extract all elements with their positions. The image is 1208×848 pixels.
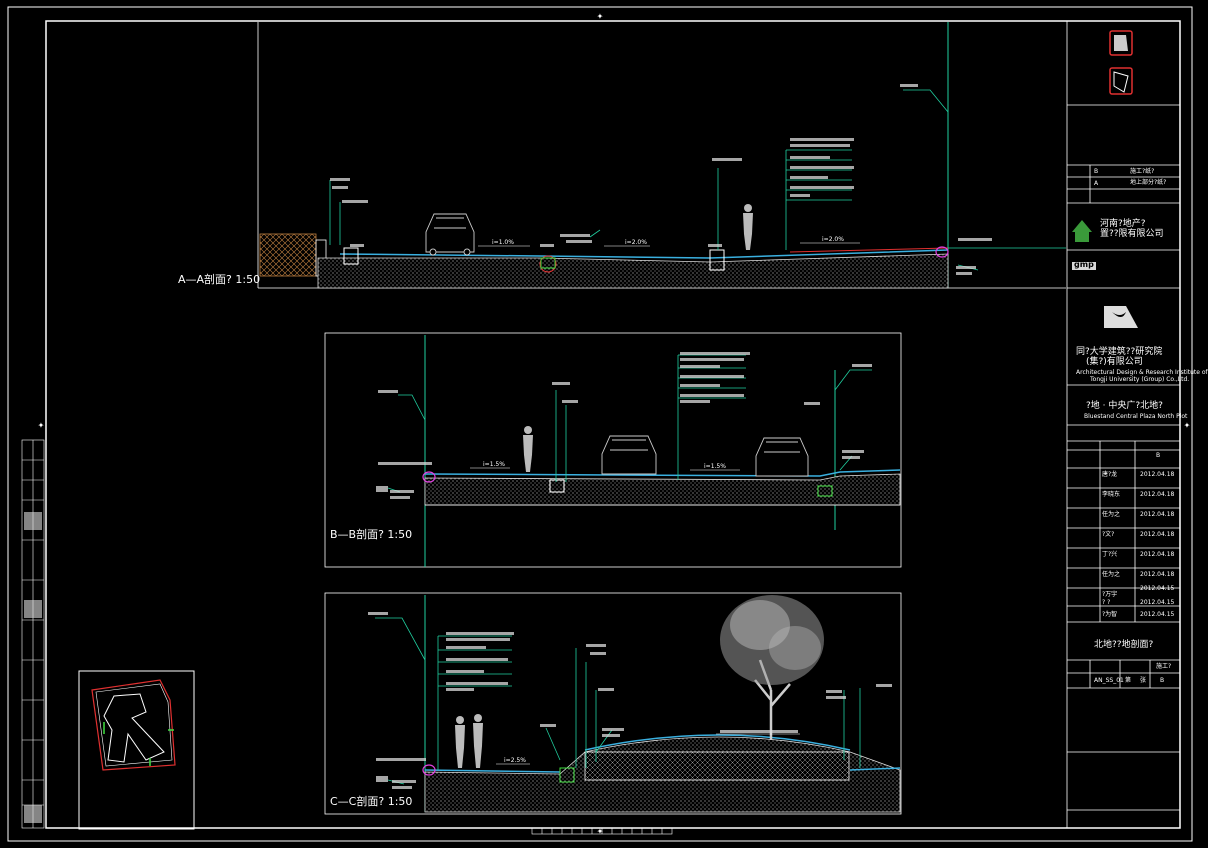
signatory-name: 唐?龙 bbox=[1102, 471, 1118, 478]
phase-label: 施工? bbox=[1156, 663, 1172, 670]
car-icon-aa bbox=[425, 213, 475, 256]
people-icon-cc bbox=[455, 714, 483, 768]
sign-date: 2012.04.18 bbox=[1140, 471, 1175, 478]
left-revision-strip bbox=[21, 439, 45, 829]
company-logo-icon bbox=[1072, 220, 1092, 242]
sign-date: 2012.04.18 bbox=[1140, 571, 1175, 578]
signatory-name: 任为之 bbox=[1102, 571, 1121, 578]
sign-date: 2012.04.15 bbox=[1140, 599, 1175, 606]
svg-text:✦: ✦ bbox=[1184, 421, 1191, 430]
key-plan[interactable] bbox=[78, 670, 195, 830]
svg-text:✦: ✦ bbox=[597, 827, 604, 836]
signatory-name: 任为之 bbox=[1102, 511, 1121, 518]
revision-a-text: 地上部分?纸? bbox=[1130, 179, 1167, 186]
signatory-name: ?文? bbox=[1102, 531, 1115, 538]
slope-label: i=1.5% bbox=[704, 463, 726, 470]
drawing-number: AN_SS_01 bbox=[1094, 677, 1124, 684]
sign-date: 2012.04.18 bbox=[1140, 551, 1175, 558]
revision-a-label: A bbox=[1094, 180, 1099, 187]
section-title-cc: C—C剖面? 1:50 bbox=[330, 795, 413, 808]
slope-label: i=2.0% bbox=[625, 239, 647, 246]
sign-date: 2012.04.15 bbox=[1140, 611, 1175, 618]
sheet-label-b: 张 bbox=[1140, 677, 1147, 684]
signatory-name: ?为智 bbox=[1102, 611, 1118, 618]
slope-label: i=2.0% bbox=[822, 236, 844, 243]
institute-logo-icon bbox=[1104, 306, 1138, 328]
sheet-label-a: 第 bbox=[1125, 677, 1132, 684]
slope-label: i=1.5% bbox=[483, 461, 505, 468]
slope-label: i=1.0% bbox=[492, 239, 514, 246]
signatory-name: ? ? bbox=[1102, 599, 1111, 606]
sheet-outer-frame bbox=[7, 6, 1193, 842]
sign-date: 2012.04.18 bbox=[1140, 511, 1175, 518]
bottom-ruler bbox=[531, 827, 673, 835]
section-aa[interactable]: i=1.0% i=2.0% i=2.0% bbox=[257, 22, 1066, 289]
section-cc[interactable]: i=2.5% bbox=[324, 592, 902, 815]
title-block-frame bbox=[1066, 20, 1181, 829]
sign-date: 2012.04.18 bbox=[1140, 531, 1175, 538]
client-name-line1: 河南?地产? bbox=[1100, 219, 1146, 229]
revision-column: B bbox=[1156, 452, 1161, 459]
sign-date: 2012.04.15 bbox=[1140, 585, 1175, 592]
car-icon-bb2 bbox=[755, 437, 809, 477]
signatory-name: ?万宇 bbox=[1102, 591, 1118, 598]
section-title-bb: B—B剖面? 1:50 bbox=[330, 528, 413, 541]
tree-icon bbox=[720, 595, 824, 740]
svg-text:✦: ✦ bbox=[38, 421, 45, 430]
person-icon-bb bbox=[523, 426, 533, 472]
section-title-aa: A—A剖面? 1:50 bbox=[178, 273, 261, 286]
revision-number: B bbox=[1160, 677, 1165, 684]
revision-b-label: B bbox=[1094, 168, 1099, 175]
person-icon-aa bbox=[743, 204, 753, 250]
car-icon-bb1 bbox=[601, 435, 657, 475]
slope-label: i=2.5% bbox=[504, 757, 526, 764]
signatory-name: 李晓东 bbox=[1102, 491, 1121, 498]
seal-icons bbox=[1109, 30, 1133, 95]
institute-name-en2: Tongji University (Group) Co.,Ltd. bbox=[1090, 376, 1190, 383]
institute-name-en1: Architectural Design & Research Institut… bbox=[1076, 369, 1208, 376]
institute-name-line1: 同?大学建筑??研究院 bbox=[1076, 347, 1163, 357]
section-bb[interactable]: i=1.5% i=1.5% bbox=[324, 332, 902, 568]
svg-text:✦: ✦ bbox=[597, 12, 604, 21]
drawing-title: 北地??地剖面? bbox=[1094, 640, 1154, 650]
project-name: ?地 · 中央广?北地? bbox=[1086, 401, 1163, 411]
revision-b-text: 施工?纸? bbox=[1130, 168, 1155, 175]
sheet-inner-frame bbox=[45, 20, 1181, 829]
client-name-line2: 置??限有限公司 bbox=[1100, 229, 1164, 239]
firm-logo-text: gmp bbox=[1074, 260, 1094, 269]
signatory-name: 丁?兴 bbox=[1102, 551, 1118, 558]
sign-date: 2012.04.18 bbox=[1140, 491, 1175, 498]
project-name-en: Bluestand Central Plaza North Plot bbox=[1084, 413, 1188, 420]
institute-name-line2: (集?)有限公司 bbox=[1086, 357, 1143, 367]
